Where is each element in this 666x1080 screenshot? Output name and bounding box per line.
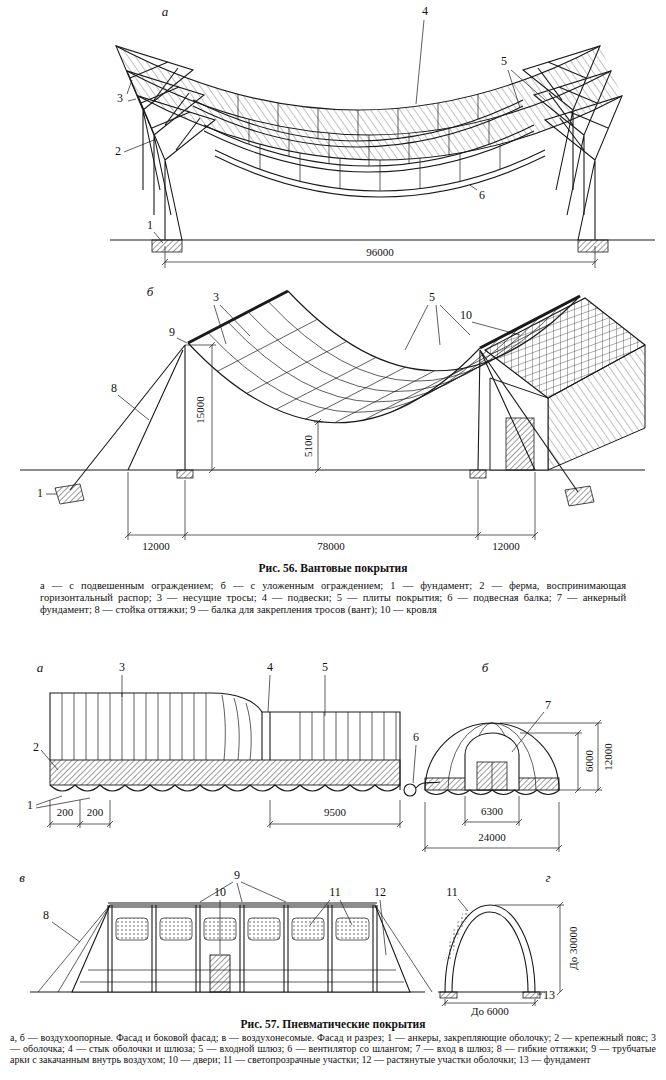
dimension: 12000: [142, 540, 170, 552]
callout-number: 3: [117, 92, 123, 105]
callout-number: 10: [460, 309, 472, 322]
dimension: До 6000: [471, 1005, 509, 1017]
callout-number: 8: [43, 909, 49, 922]
callout-number: 3: [213, 291, 219, 304]
figure-caption: а — с подвешенным ограждением; б — с уло…: [40, 580, 626, 616]
figure-title: Рис. 56. Вантовые покрытия: [259, 562, 408, 575]
callout-number: 1: [147, 219, 153, 232]
air-inflated-facade: [30, 882, 432, 992]
view-letter: б: [482, 661, 489, 675]
view-letter: г: [545, 871, 550, 885]
callout-number: 7: [545, 699, 551, 712]
dimension: 6300: [481, 805, 503, 817]
callout-number: 1: [27, 799, 33, 812]
dimension: 24000: [478, 831, 506, 843]
view-letter: б: [147, 285, 154, 299]
callout-number: 3: [119, 661, 125, 674]
air-inflated-section: [438, 899, 564, 1006]
callout-number: 8: [111, 382, 117, 395]
callout-number: 12: [374, 886, 386, 899]
callout-number: 13: [543, 989, 555, 1002]
callout-number: 4: [267, 661, 273, 674]
air-supported-side-facade: [404, 712, 602, 852]
view-letter: в: [19, 871, 25, 885]
callout-number: 11: [329, 886, 341, 899]
callout-number: 9: [169, 326, 175, 339]
air-supported-facade: [36, 675, 403, 828]
callout-number: 2: [33, 741, 39, 754]
laid-roof-view: [20, 291, 645, 540]
dimension: 12000: [492, 540, 520, 552]
callout-number: 5: [501, 55, 507, 68]
callout-number: 1: [37, 487, 43, 500]
callout-number: 6: [479, 189, 485, 202]
callout-number: 11: [446, 886, 458, 899]
dimension: До 30000: [567, 926, 579, 969]
dimension: 9500: [324, 806, 346, 818]
callout-number: 4: [422, 5, 428, 18]
callout-number: 9: [234, 869, 240, 882]
callout-number: 6: [413, 731, 419, 744]
view-letter: а: [37, 661, 44, 675]
suspended-roof-view: [110, 20, 655, 268]
dimension: 200: [57, 806, 74, 818]
view-letter: а: [162, 5, 169, 19]
dimension: 6000: [583, 750, 595, 772]
figure-title: Рис. 57. Пневматические покрытия: [241, 1018, 426, 1031]
dimension: 96000: [366, 246, 394, 258]
dimension: 15000: [194, 396, 206, 424]
dimension: 5100: [302, 435, 314, 457]
callout-number: 5: [429, 291, 435, 304]
dimension: 200: [87, 806, 104, 818]
dimension: 12000: [602, 743, 614, 771]
dimension: 78000: [317, 540, 345, 552]
callout-number: 2: [115, 145, 121, 158]
callout-number: 5: [322, 661, 328, 674]
figure-caption: а, б — воздухоопорные. Фасад и боковой ф…: [10, 1032, 656, 1065]
callout-number: 10: [214, 886, 226, 899]
